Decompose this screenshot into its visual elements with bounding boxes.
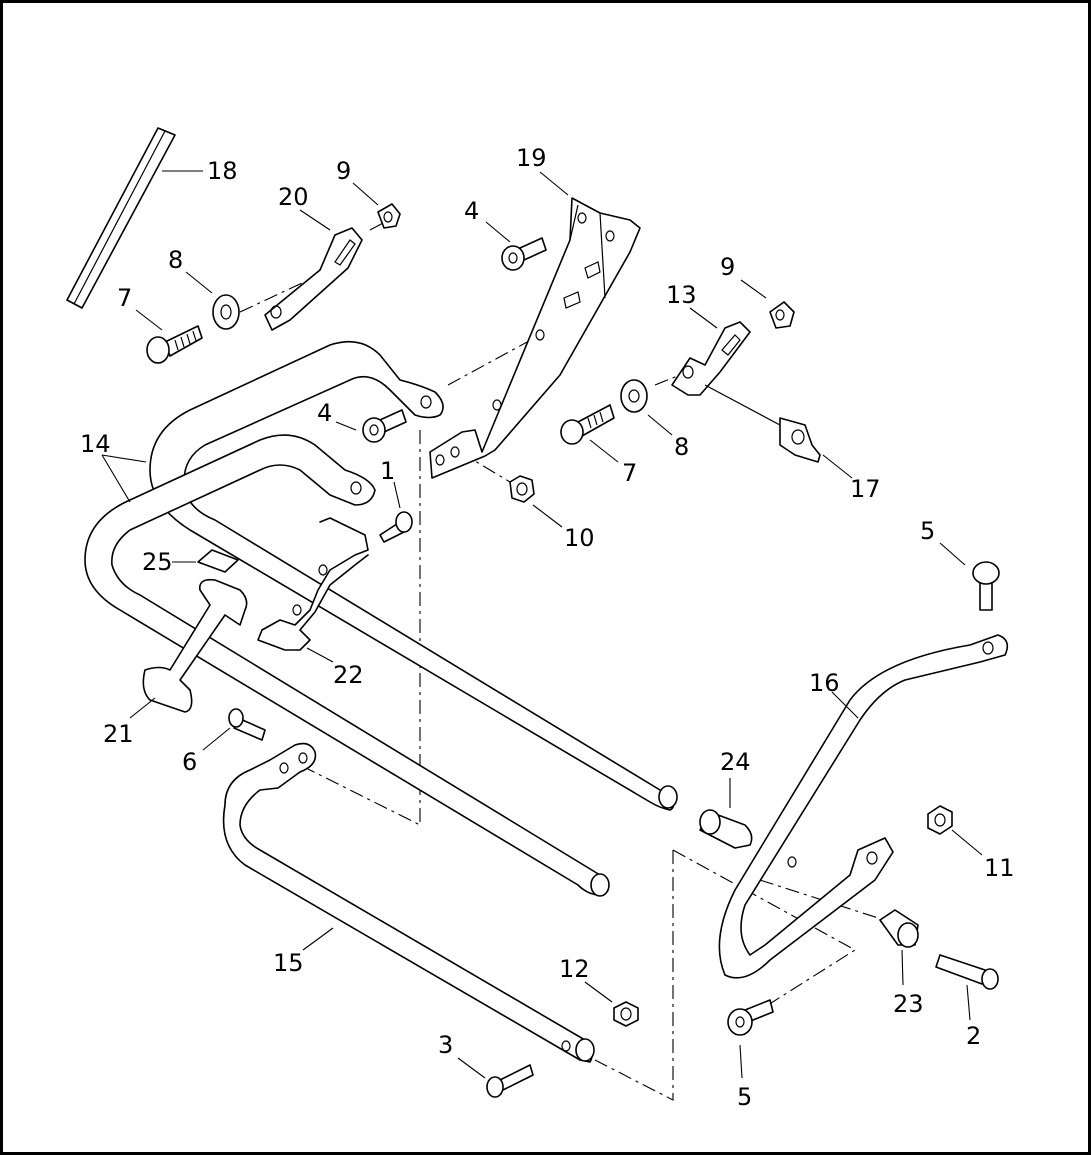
screw-1: [379, 511, 413, 543]
washer-8a: [212, 294, 240, 330]
callout-12: 12: [559, 955, 590, 983]
callout-24: 24: [720, 748, 751, 776]
screw-3: [486, 1064, 534, 1098]
callout-22: 22: [333, 661, 364, 689]
bolt-7b: [560, 404, 615, 445]
callout-4-lower: 4: [317, 399, 332, 427]
bracket-20: [264, 227, 363, 331]
strut-16: [718, 634, 1009, 979]
bolt-4b: [362, 409, 407, 443]
bolt-7a: [146, 325, 203, 364]
callout-2: 2: [966, 1022, 981, 1050]
callout-3: 3: [438, 1031, 453, 1059]
callout-25: 25: [142, 548, 173, 576]
callout-9-left: 9: [336, 157, 351, 185]
bolt-4a: [501, 237, 547, 271]
callout-20: 20: [278, 183, 309, 211]
callout-8-left: 8: [168, 246, 183, 274]
clamp-22: [257, 517, 369, 651]
callout-8-right: 8: [674, 433, 689, 461]
callout-17: 17: [850, 475, 881, 503]
rail-15: [222, 742, 595, 1063]
callout-10: 10: [564, 524, 595, 552]
callout-5-lower: 5: [737, 1083, 752, 1111]
spacer-23: [879, 909, 919, 948]
callout-21: 21: [103, 720, 134, 748]
pad-25: [197, 549, 239, 573]
clip-17: [704, 384, 821, 463]
rail-14: [149, 340, 678, 811]
callout-16: 16: [809, 669, 840, 697]
callout-14: 14: [80, 430, 111, 458]
screw-5a: [972, 561, 1000, 611]
callout-7-right: 7: [622, 459, 637, 487]
callout-labels: 18 9 20 19 4 8 7 9 13 4 14 1 8 7 17 10 5…: [80, 144, 1015, 1111]
callout-15: 15: [273, 949, 304, 977]
callout-4-upper: 4: [464, 197, 479, 225]
nut-10: [509, 475, 535, 503]
bolt-6: [228, 708, 266, 741]
trim-strip-18: [66, 127, 176, 309]
rail-14-lower: [84, 434, 610, 897]
leader-lines: [101, 170, 983, 1079]
sleeve-24: [699, 809, 753, 849]
callout-18: 18: [207, 157, 238, 185]
callout-6: 6: [182, 748, 197, 776]
bracket-19: [429, 197, 641, 479]
bolt-2: [935, 954, 999, 990]
callout-7-left: 7: [117, 284, 132, 312]
callout-9-right: 9: [720, 253, 735, 281]
callout-23: 23: [893, 990, 924, 1018]
washer-8b: [620, 379, 648, 413]
callout-11: 11: [984, 854, 1015, 882]
nut-11: [927, 805, 953, 835]
callout-1: 1: [380, 457, 395, 485]
screw-5b: [727, 999, 774, 1036]
support-21: [142, 578, 248, 713]
callout-19: 19: [516, 144, 547, 172]
nut-12: [613, 1001, 639, 1027]
callout-13: 13: [666, 281, 697, 309]
callout-5-upper: 5: [920, 517, 935, 545]
clip-nut-9a: [377, 203, 401, 229]
bracket-13: [671, 321, 751, 396]
clip-nut-9b: [769, 301, 795, 329]
